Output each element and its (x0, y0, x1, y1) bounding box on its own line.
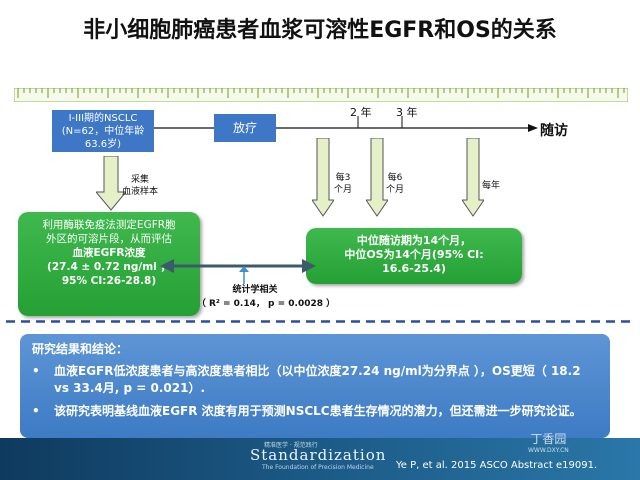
conclusion-bullet-2-text: 该研究表明基线血液EGFR 浓度有用于预测NSCLC患者生存情况的潜力，但还需进… (54, 404, 582, 418)
watermark-url: WWW.DXY.CN (528, 447, 569, 454)
elisa-line-4: (27.4 ± 0.72 ng/ml ， (47, 261, 171, 273)
elisa-line-5: 95% CI:26-28.8) (61, 275, 157, 287)
conclusion-bullet-1: • 血液EGFR低浓度患者与高浓度患者相比（以中位浓度27.24 ng/ml为分… (32, 363, 598, 397)
slide-title: 非小细胞肺癌患者血浆可溶性EGFR和OS的关系 (83, 18, 557, 43)
elisa-line-3: 血液EGFR浓度 (72, 247, 146, 259)
year-3-label: 3 年 (396, 106, 418, 119)
year-2-label: 2 年 (350, 106, 372, 119)
yearly-label: 每年 (482, 181, 501, 191)
conclusion-heading: 研究结果和结论： (32, 342, 129, 356)
every-3-months-label: 每3 个月 (334, 172, 352, 196)
every-6-months-label: 每6 个月 (386, 172, 404, 196)
every-6-line-2: 个月 (386, 185, 405, 195)
outcome-line-1: 中位随访期为14个月， (356, 234, 472, 247)
correlation-double-arrow (160, 259, 316, 273)
logo-tagline: 精准医学 · 规范践行 (264, 442, 318, 449)
outcome-box: 中位随访期为14个月， 中位OS为14个月(95% CI: 16.6-25.4) (306, 228, 522, 284)
sample-label: 采集 血液样本 (122, 174, 158, 198)
radiotherapy-box: 放疗 (214, 114, 276, 142)
cohort-line-3: 63.6岁) (84, 139, 122, 150)
sample-line-2: 血液样本 (122, 187, 159, 197)
elisa-line-2: 外区的可溶片段，从而评估 (46, 233, 172, 245)
dashed-divider (6, 320, 634, 323)
stats-r2-value: （ R² = 0.14， p = 0.0028 ） (196, 299, 336, 309)
bullet-mark: • (32, 404, 40, 418)
footer-band (0, 438, 640, 480)
cohort-line-1: I-III期的NSCLC (68, 113, 138, 124)
bullet-mark: • (32, 364, 40, 378)
dxy-watermark: 丁香园 WWW.DXY.CN (528, 430, 569, 454)
sample-down-arrow (96, 156, 126, 211)
standardization-logo: Standardization (250, 446, 387, 464)
outcome-line-2: 中位OS为14个月(95% CI: (344, 248, 484, 261)
conclusion-bullet-1-text: 血液EGFR低浓度患者与高浓度患者相比（以中位浓度27.24 ng/ml为分界点… (54, 364, 581, 395)
sample-line-1: 采集 (131, 175, 150, 185)
watermark-text: 丁香园 (530, 432, 567, 446)
every-6-line-1: 每6 (387, 173, 403, 183)
outcome-line-3: 16.6-25.4) (382, 262, 446, 275)
conclusion-panel: 研究结果和结论： • 血液EGFR低浓度患者与高浓度患者相比（以中位浓度27.2… (20, 334, 610, 438)
every-6-months-arrow (366, 138, 388, 217)
followup-label: 随访 (540, 123, 568, 139)
every-3-months-arrow (312, 138, 334, 217)
logo-subtitle: The Foundation of Precision Medicine (262, 464, 374, 471)
stats-correlation-label: 统计学相关 (232, 285, 278, 295)
cohort-box: I-III期的NSCLC (N=62，中位年龄 63.6岁) (52, 110, 154, 152)
stats-up-arrow (239, 266, 249, 284)
elisa-method-box: 利用酶联免疫法测定EGFR胞 外区的可溶片段，从而评估 血液EGFR浓度 (27… (18, 212, 200, 316)
timeline-ruler (14, 88, 628, 102)
conclusion-bullet-2: • 该研究表明基线血液EGFR 浓度有用于预测NSCLC患者生存情况的潜力，但还… (32, 403, 598, 420)
timeline-axis (150, 116, 538, 132)
citation: Ye P, et al. 2015 ASCO Abstract e19091. (396, 460, 598, 471)
cohort-line-2: (N=62，中位年龄 (61, 126, 145, 137)
every-3-line-1: 每3 (335, 173, 351, 183)
elisa-line-1: 利用酶联免疫法测定EGFR胞 (42, 219, 176, 231)
every-3-line-2: 个月 (334, 185, 353, 195)
yearly-arrow (462, 138, 484, 217)
